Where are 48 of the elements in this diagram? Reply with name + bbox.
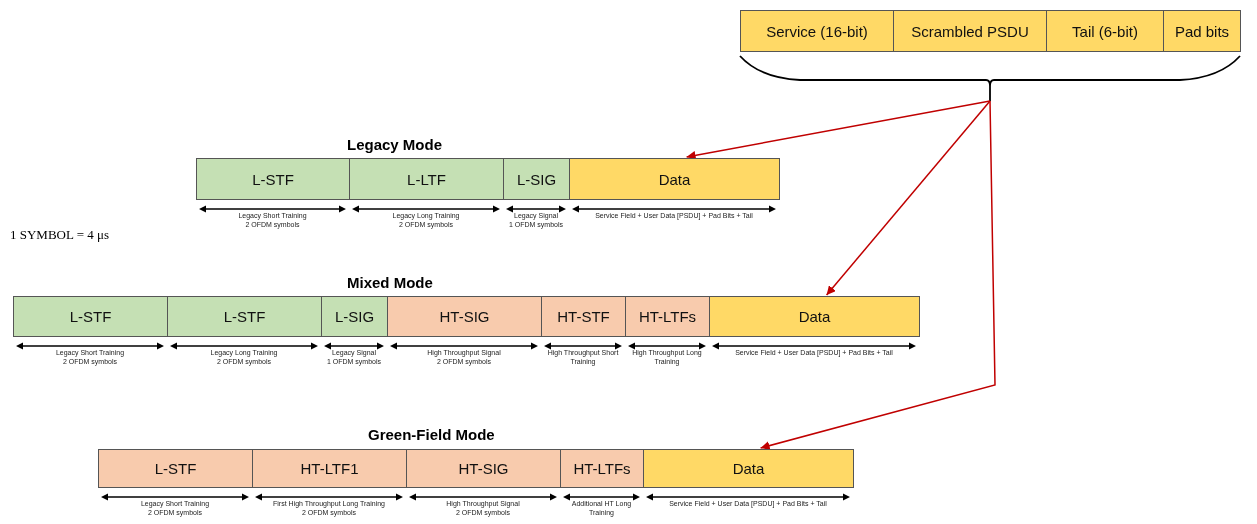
field-box [321, 296, 388, 337]
field-box [252, 449, 407, 488]
field-label: HT-STF [557, 308, 610, 325]
field-label: HT-SIG [458, 460, 509, 477]
note: 1 SYMBOL = 4 μs [10, 227, 110, 243]
field-label: Data [658, 170, 691, 188]
field-box [349, 158, 504, 200]
mode-title: Legacy Mode [347, 136, 443, 153]
field-label: Data [798, 308, 831, 325]
field-box [643, 449, 854, 488]
arrow [759, 100, 996, 450]
arrow [685, 100, 991, 160]
field-box [893, 10, 1047, 52]
field-label: Pad bits [1174, 22, 1230, 40]
mode-title: Mixed Mode [347, 274, 433, 291]
field-box [406, 449, 561, 488]
field-label: HT-LTFs [638, 308, 697, 325]
mode-title: Green-Field Mode [368, 426, 495, 443]
field-label: HT-LTF1 [300, 460, 359, 477]
field-label: HT-SIG [439, 308, 490, 325]
field-box [98, 449, 253, 488]
field-label: L-STF [69, 308, 112, 325]
field-label: L-SIG [516, 170, 557, 188]
field-box [196, 158, 350, 200]
arrow [825, 100, 991, 296]
field-box [709, 296, 920, 337]
field-box [625, 296, 710, 337]
field-label: Scrambled PSDU [911, 22, 1029, 40]
field-label: Tail (6-bit) [1072, 22, 1138, 40]
brace-shape [739, 55, 1241, 102]
field-label: L-STF [252, 170, 294, 188]
field-label: Service (16-bit) [766, 22, 868, 40]
field-box [167, 296, 322, 337]
field-box [503, 158, 570, 200]
field-box [1163, 10, 1241, 52]
field-label: L-STF [154, 460, 197, 477]
field-box [1046, 10, 1164, 52]
field-box [569, 158, 780, 200]
field-box [560, 449, 644, 488]
field-label: L-STF [223, 308, 266, 325]
field-label: L-SIG [334, 308, 375, 325]
field-label: L-LTF [407, 170, 446, 188]
field-box [387, 296, 542, 337]
field-box [541, 296, 626, 337]
field-label: Data [732, 460, 765, 477]
field-label: HT-LTFs [573, 460, 631, 477]
field-box [13, 296, 168, 337]
field-box [740, 10, 894, 52]
